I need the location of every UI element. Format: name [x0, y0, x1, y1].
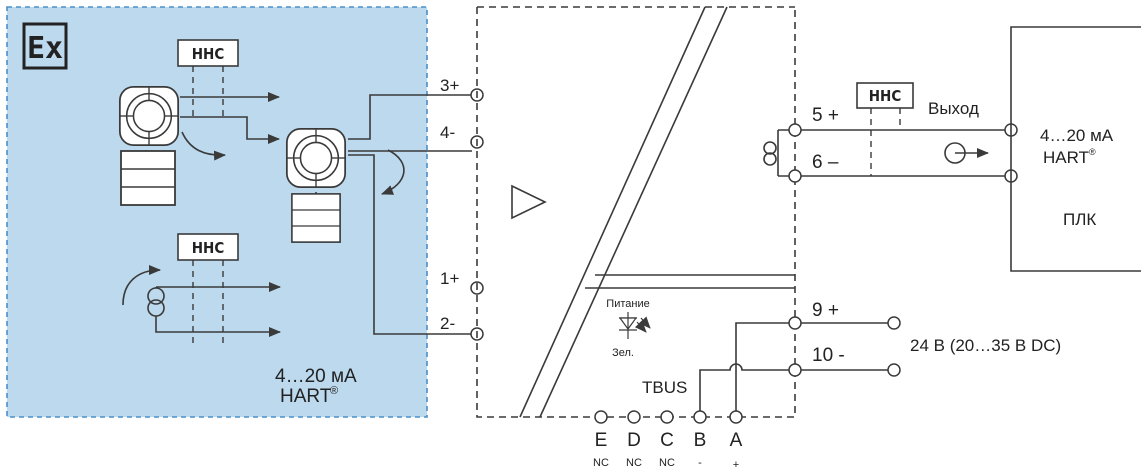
- bus-terminal-e: [594, 410, 608, 424]
- terminal-4-label: 4-: [440, 123, 455, 142]
- terminal-10: [788, 363, 802, 377]
- input-terminals: 3+ 4- 1+ 2-: [440, 76, 484, 341]
- terminal-9: [788, 316, 802, 330]
- bus-a-note: +: [733, 459, 739, 471]
- bus-terminal-d: [627, 410, 641, 424]
- output-circuit: 5 + 6 – HHC Выход: [763, 82, 1018, 183]
- bus-b-letter: B: [694, 430, 707, 451]
- transmitter-top: [118, 85, 180, 206]
- hz-protocol-reg: ®: [330, 385, 338, 397]
- hz-signal: 4…20 мА: [275, 366, 357, 387]
- terminal-5: [788, 123, 802, 137]
- terminal-9-label: 9 +: [812, 300, 839, 321]
- plc-signal: 4…20 мА: [1040, 126, 1114, 145]
- bus-d-letter: D: [627, 430, 641, 451]
- output-label: Выход: [928, 99, 979, 118]
- bus-c-note: NC: [659, 457, 675, 469]
- meter-icon: [944, 142, 989, 164]
- plc-box: 4…20 мА HART ® ПЛК: [1010, 26, 1141, 272]
- ex-mark-text: Ex: [27, 31, 63, 66]
- supply-label: 24 В (20…35 В DC): [910, 336, 1061, 355]
- plc-protocol: HART: [1043, 148, 1089, 167]
- plc-protocol-reg: ®: [1089, 147, 1096, 157]
- ex-mark: Ex: [22, 22, 68, 70]
- bus-a-letter: A: [730, 430, 743, 451]
- terminal-3-label: 3+: [440, 76, 459, 95]
- current-source: [122, 265, 281, 337]
- bus-terminal-a: [729, 410, 743, 424]
- transmitter-middle: [285, 127, 347, 243]
- hnc-bottom-label: HHC: [192, 239, 225, 257]
- power-indicator-label: Питание: [606, 298, 649, 310]
- barrier-module: [476, 6, 796, 418]
- amplifier-symbol: [511, 184, 547, 220]
- terminal-1-label: 1+: [440, 269, 459, 288]
- bus-e-letter: E: [595, 430, 608, 451]
- supply-terminal-minus: [887, 363, 901, 377]
- terminal-10-label: 10 -: [812, 345, 845, 366]
- hazardous-zone: [6, 6, 428, 418]
- hnc-top-label: HHC: [192, 45, 225, 63]
- bus-c-letter: C: [660, 430, 674, 451]
- tbus-label: TBUS: [642, 378, 687, 397]
- terminal-2-label: 2-: [440, 314, 455, 333]
- hnc-bottom: HHC: [177, 233, 239, 345]
- power-circuit: 9 + 10 - 24 В (20…35 В DC) TBUS: [642, 300, 1061, 411]
- bus-e-note: NC: [593, 457, 609, 469]
- led-icon: [618, 312, 651, 339]
- bus-terminal-c: [660, 410, 674, 424]
- power-indicator-color: Зел.: [612, 347, 634, 359]
- terminal-5-label: 5 +: [812, 105, 839, 126]
- bus-b-note: -: [698, 457, 702, 469]
- hz-protocol: HART: [280, 386, 332, 407]
- bus-terminals: E D C B A NC NC NC - +: [593, 410, 743, 471]
- plc-name: ПЛК: [1063, 210, 1096, 229]
- bus-d-note: NC: [626, 457, 642, 469]
- terminal-6-label: 6 –: [812, 152, 839, 173]
- terminal-6: [788, 169, 802, 183]
- bus-terminal-b: [693, 410, 707, 424]
- hnc-output-label: HHC: [869, 87, 902, 105]
- power-indicator: Питание Зел.: [606, 298, 651, 359]
- supply-terminal-plus: [887, 316, 901, 330]
- hnc-top: HHC: [177, 39, 239, 120]
